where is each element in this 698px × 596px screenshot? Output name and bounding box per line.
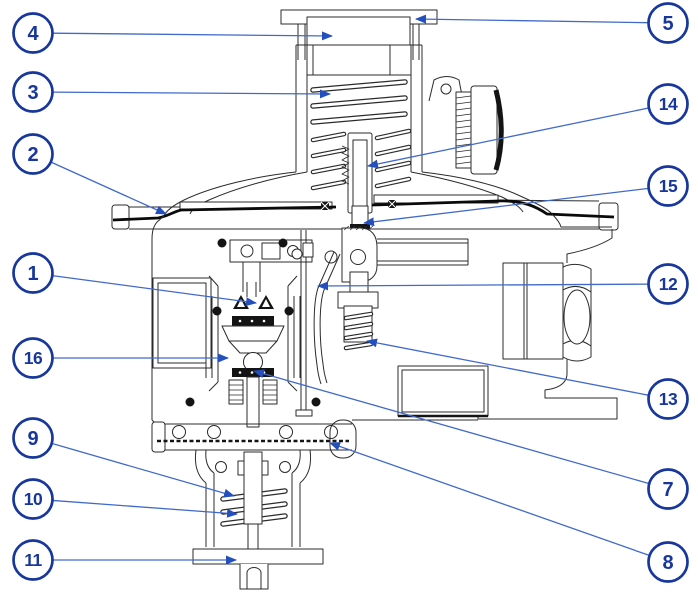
callout-5: 5 (647, 2, 689, 44)
callout-3: 3 (12, 71, 54, 113)
callout-circle (12, 478, 54, 520)
body-left (151, 215, 212, 425)
callout-15: 15 (647, 165, 689, 207)
leader-line-2 (50, 161, 167, 215)
callout-circle (12, 337, 54, 379)
bottom-spring-housing (194, 449, 312, 551)
callout-circle (12, 252, 54, 294)
callout-number: 11 (24, 550, 42, 570)
leader-line-9 (51, 442, 235, 498)
body-right (352, 213, 618, 421)
valve-assembly (185, 238, 321, 428)
callout-number: 13 (659, 389, 678, 409)
callout-circle (647, 165, 689, 207)
outlet-flange (502, 262, 564, 360)
callout-circle (647, 468, 689, 510)
callout-number: 16 (24, 348, 43, 368)
tower-bracket (428, 76, 464, 102)
leader-line-14 (367, 107, 650, 169)
callout-number: 10 (24, 489, 43, 509)
leader-line-15 (363, 187, 649, 227)
callout-2: 2 (12, 133, 54, 175)
diaphragm-screw (320, 201, 330, 211)
callout-number: 4 (27, 23, 39, 45)
leader-line-1 (52, 274, 257, 307)
leader-line-7 (253, 369, 650, 485)
callout-16: 16 (12, 337, 54, 379)
callout-number: 14 (659, 94, 678, 114)
callout-circle (12, 12, 54, 54)
leader-lines (50, 14, 650, 565)
callout-12: 12 (647, 263, 689, 305)
callout-8: 8 (647, 541, 689, 583)
callout-4: 4 (12, 12, 54, 54)
regulator-drawing (111, 9, 619, 590)
callout-1: 1 (12, 252, 54, 294)
diaphragm-screw (387, 199, 397, 209)
leader-line-13 (366, 338, 649, 396)
lever-linkage (229, 225, 469, 417)
callout-number: 2 (27, 144, 38, 166)
breather-plug (455, 85, 504, 175)
callout-circle (12, 133, 54, 175)
callout-10: 10 (12, 478, 54, 520)
leader-line-12 (317, 281, 649, 291)
callout-13: 13 (647, 378, 689, 420)
leader-line-10 (52, 499, 238, 518)
callout-number: 15 (659, 176, 678, 196)
bottom-stem (239, 564, 269, 590)
callout-circle (12, 417, 54, 459)
callout-number: 5 (662, 13, 673, 35)
callout-14: 14 (647, 83, 689, 125)
spring-tower (295, 44, 423, 172)
bottom-cap (192, 548, 324, 565)
leader-line-8 (329, 442, 650, 557)
callout-circle (647, 263, 689, 305)
leader-line-4 (52, 31, 333, 41)
callout-number: 8 (662, 552, 673, 574)
callout-circle (12, 71, 54, 113)
relief-valve-spring (337, 271, 379, 351)
callout-circle (12, 539, 54, 581)
callout-9: 9 (12, 417, 54, 459)
top-cap (280, 9, 438, 60)
callout-number: 3 (27, 82, 38, 104)
callout-circle (647, 378, 689, 420)
second-diaphragm-flange (151, 419, 357, 459)
leader-line-5 (415, 14, 649, 24)
adjusting-spring (310, 79, 412, 191)
callout-circle (647, 541, 689, 583)
callout-number: 12 (659, 274, 678, 294)
leader-line-3 (52, 89, 331, 99)
callout-circle (647, 83, 689, 125)
callout-circle (647, 2, 689, 44)
callout-number: 7 (662, 479, 673, 501)
pilot-column (341, 132, 373, 229)
callout-number: 9 (27, 428, 38, 450)
callout-number: 1 (27, 263, 38, 285)
callout-7: 7 (647, 468, 689, 510)
outlet-hex-nut (562, 263, 592, 362)
callout-11: 11 (12, 539, 54, 581)
